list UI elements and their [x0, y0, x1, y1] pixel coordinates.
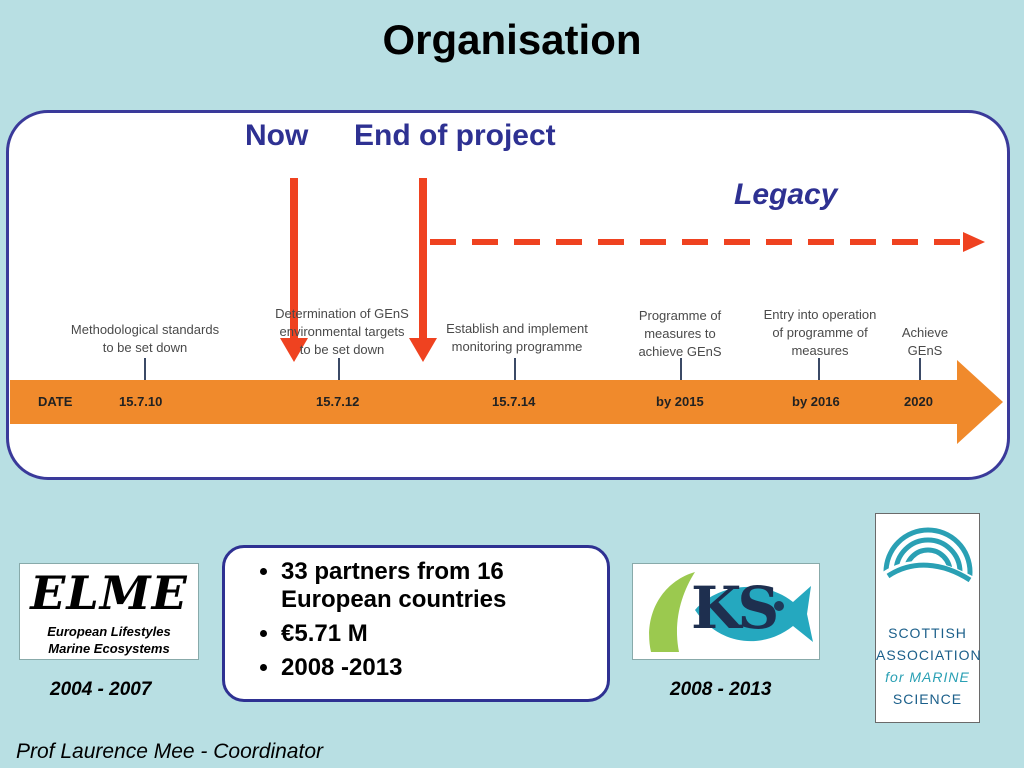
legacy-label: Legacy: [734, 178, 838, 211]
project-info-box: 33 partners from 16 European countries €…: [222, 545, 610, 702]
legacy-arrow-head: [963, 232, 985, 252]
info-budget: €5.71 M: [281, 620, 593, 648]
date-6: 2020: [904, 394, 933, 409]
page-title: Organisation: [382, 16, 642, 63]
date-4: by 2015: [656, 394, 704, 409]
elme-logo: ELME European Lifestyles Marine Ecosyste…: [19, 563, 199, 660]
ks-logo-leaf: [649, 572, 695, 652]
sams-wave-cut: [880, 560, 976, 622]
date-1: 15.7.10: [119, 394, 163, 409]
milestone-programme-of-measures: Programme of measures to achieve GEnS: [638, 308, 722, 359]
date-2: 15.7.12: [316, 394, 360, 409]
date-header: DATE: [38, 394, 73, 409]
ks-logo-graphic: [649, 572, 813, 652]
sams-word-3: for MARINE: [885, 669, 970, 685]
info-partners: 33 partners from 16 European countries: [281, 558, 593, 614]
elme-logo-wordmark: ELME: [30, 566, 188, 620]
info-period: 2008 -2013: [281, 654, 593, 682]
now-marker-head: [280, 338, 308, 362]
milestone-monitoring-programme: Establish and implement monitoring progr…: [446, 321, 588, 354]
ks-logo-wordmark: KS: [691, 574, 779, 642]
milestone-methodological-standards: Methodological standards to be set down: [70, 322, 220, 355]
date-3: 15.7.14: [492, 394, 536, 409]
now-label: Now: [245, 119, 309, 152]
end-of-project-label: End of project: [354, 119, 556, 152]
sams-logo-wave-icon: [880, 527, 976, 622]
sams-word-4: SCIENCE: [892, 691, 963, 707]
elme-logo-line1: European Lifestyles: [47, 624, 171, 639]
coordinator-credit: Prof Laurence Mee - Coordinator: [16, 740, 323, 763]
date-5: by 2016: [792, 394, 840, 409]
project-info-list: 33 partners from 16 European countries €…: [243, 558, 593, 682]
milestone-entry-into-operation: Entry into operation of programme of mea…: [763, 307, 877, 358]
sams-word-2: ASSOCIATION: [876, 647, 982, 663]
timeline-arrow: [10, 360, 1003, 444]
elme-logo-line2: Marine Ecosystems: [48, 641, 170, 656]
ks-period: 2008 - 2013: [670, 679, 772, 700]
milestone-determination-gens: Determination of GEnS environmental targ…: [275, 306, 409, 357]
milestone-achieve-gens: Achieve GEnS: [901, 325, 949, 358]
sams-wave-crest: [886, 562, 972, 583]
elme-period: 2004 - 2007: [50, 679, 152, 700]
sams-word-1: SCOTTISH: [888, 625, 967, 641]
ks-logo-eye: [774, 601, 784, 611]
end-marker-head: [409, 338, 437, 362]
ks-logo-fish: [695, 586, 813, 642]
ks-logo: KS: [632, 563, 820, 660]
sams-logo: SCOTTISH ASSOCIATION for MARINE SCIENCE: [875, 513, 982, 723]
